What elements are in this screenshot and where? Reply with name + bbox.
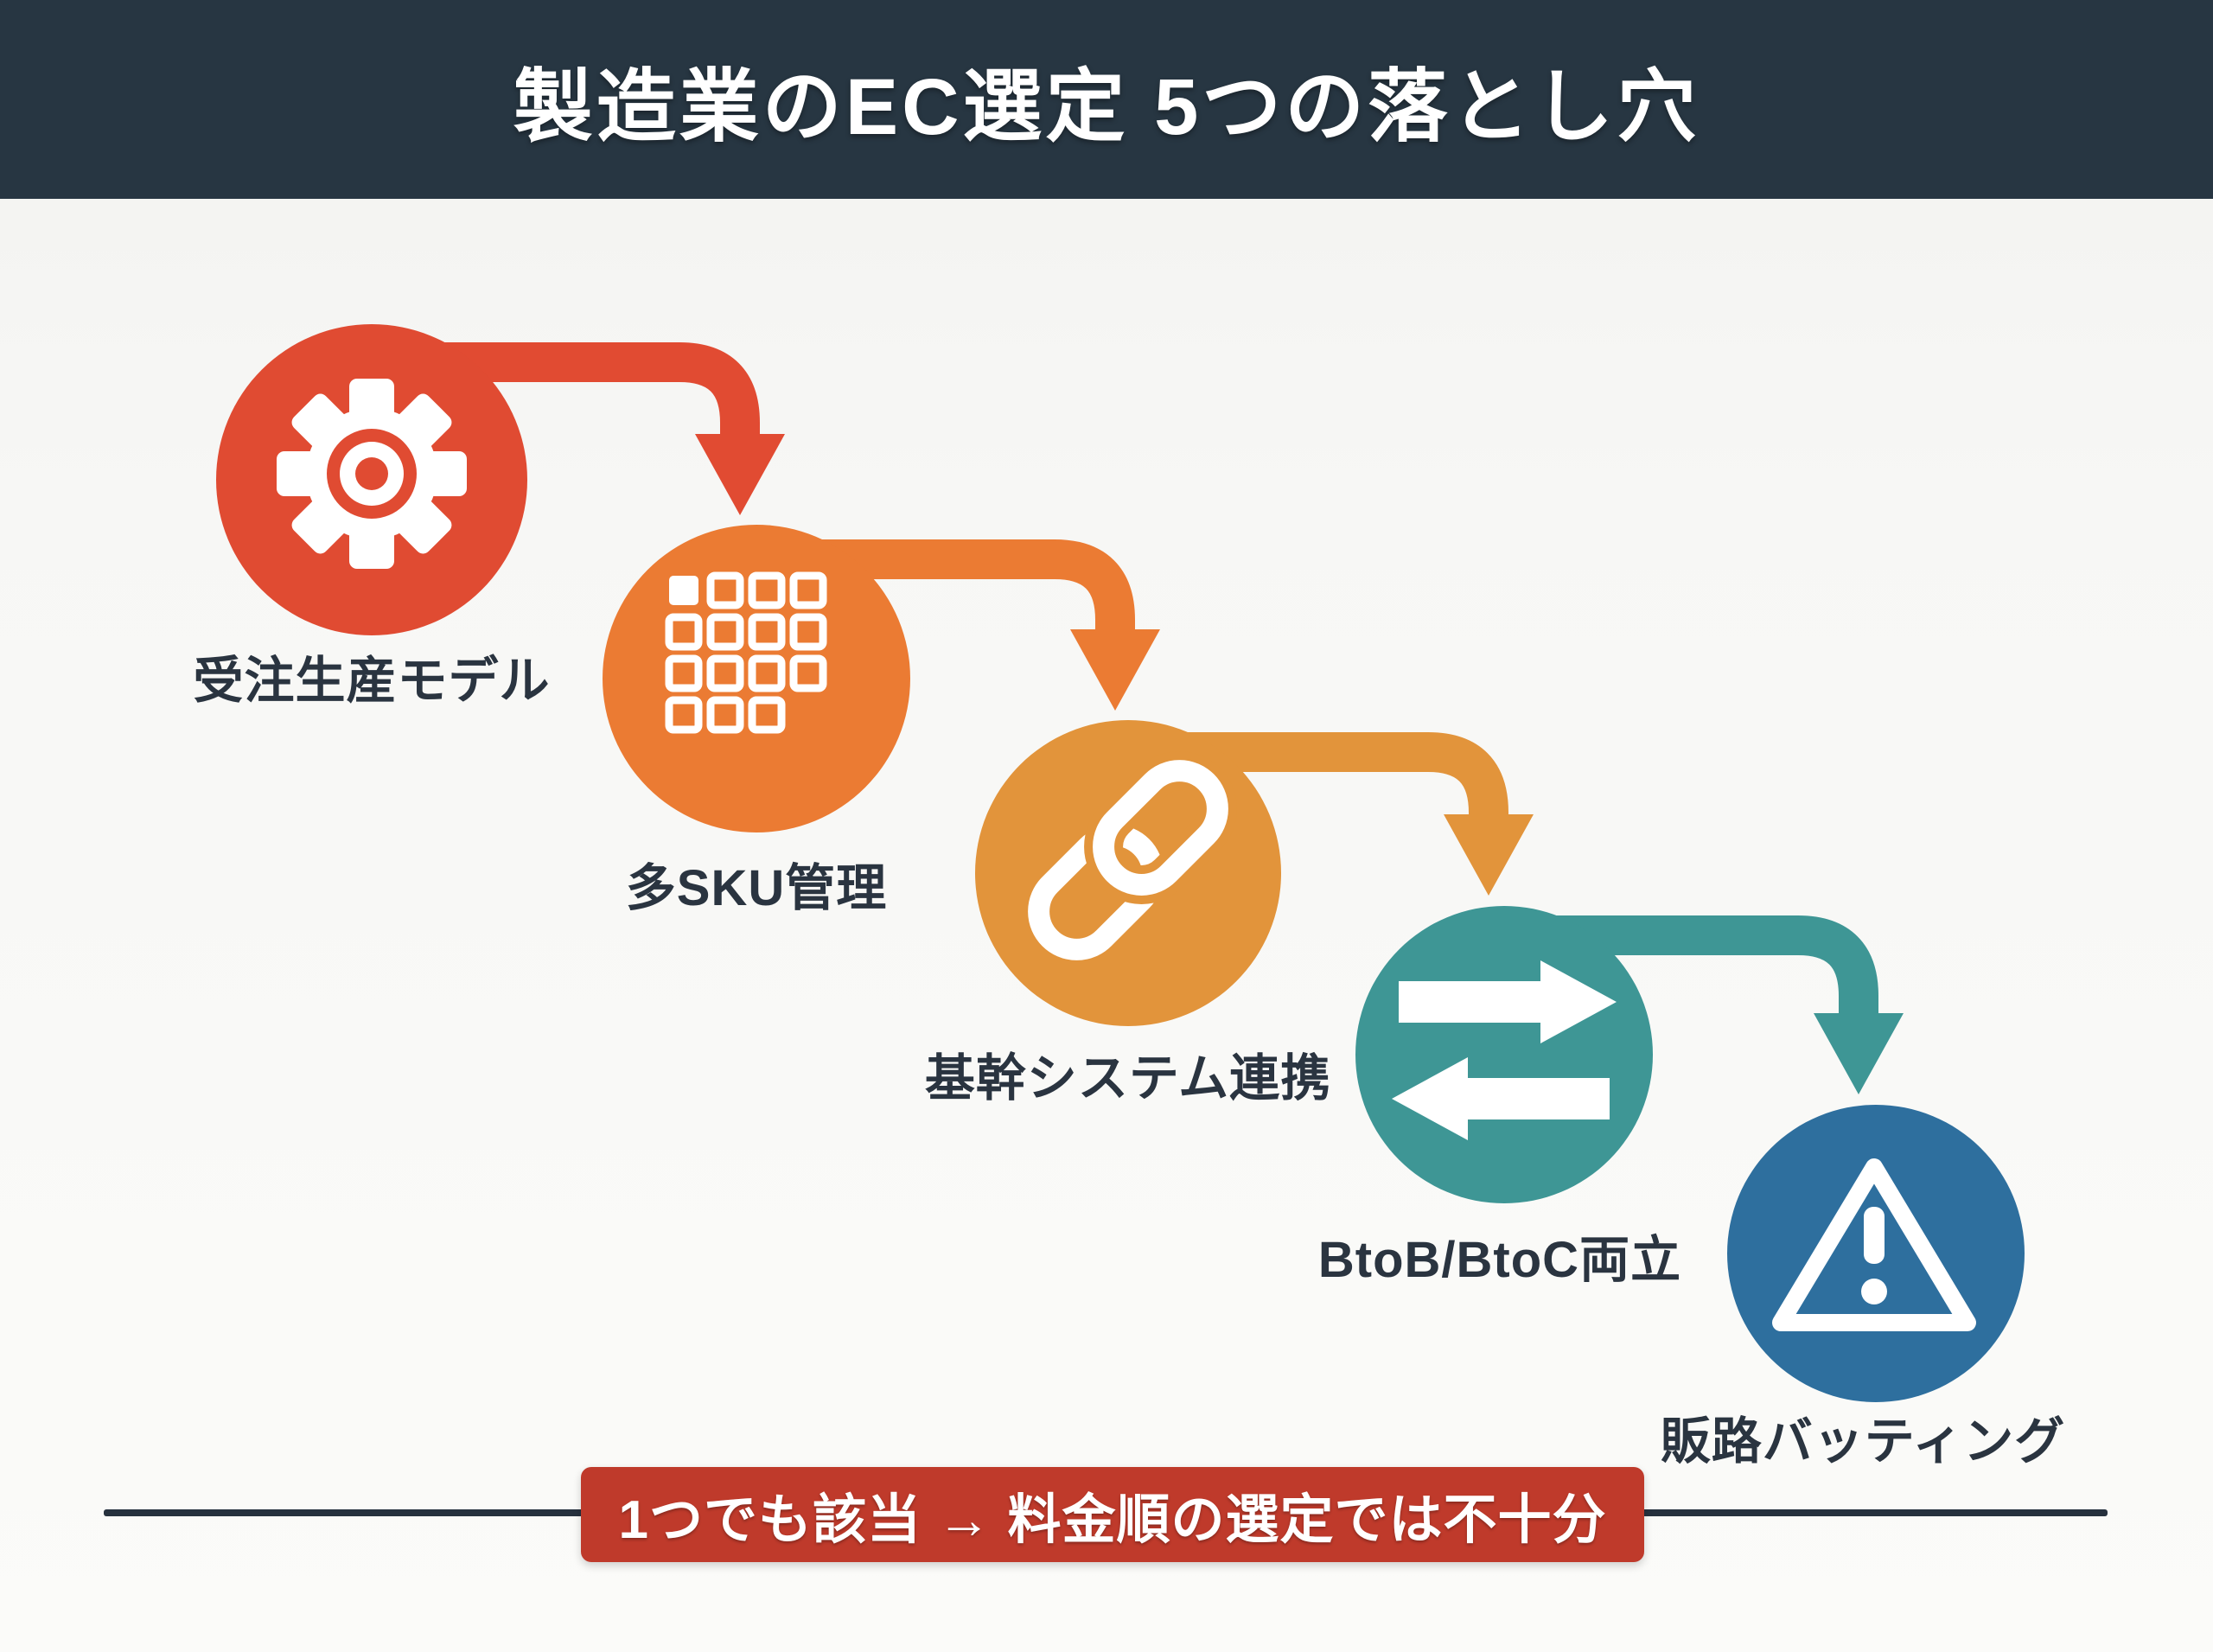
conclusion-banner-text: 1つでも該当 → 料金順の選定では不十分	[618, 1490, 1607, 1550]
step-label-order-production: 受注生産モデル	[193, 653, 551, 709]
gear-icon	[277, 379, 467, 569]
conclusion-banner: 1つでも該当 → 料金順の選定では不十分	[581, 1467, 1644, 1562]
sku-grid-icon	[665, 571, 827, 734]
transfer-arrows-icon	[1392, 960, 1617, 1140]
step-label-btob-btoc: BtoB/BtoC両立	[1317, 1232, 1682, 1288]
step-label-multi-sku: 多SKU管理	[625, 860, 888, 916]
chain-link-icon	[1028, 751, 1237, 960]
step-circle-btob-btoc	[1355, 906, 1653, 1203]
page-title: 製造業のEC選定 5つの落とし穴	[513, 62, 1700, 151]
step-label-core-system: 基幹システム連携	[924, 1050, 1332, 1107]
step-label-channel-conflict: 販路バッティング	[1660, 1413, 2066, 1470]
header-band: 製造業のEC選定 5つの落とし穴	[0, 0, 2213, 199]
warning-triangle-icon	[1772, 1158, 1976, 1331]
